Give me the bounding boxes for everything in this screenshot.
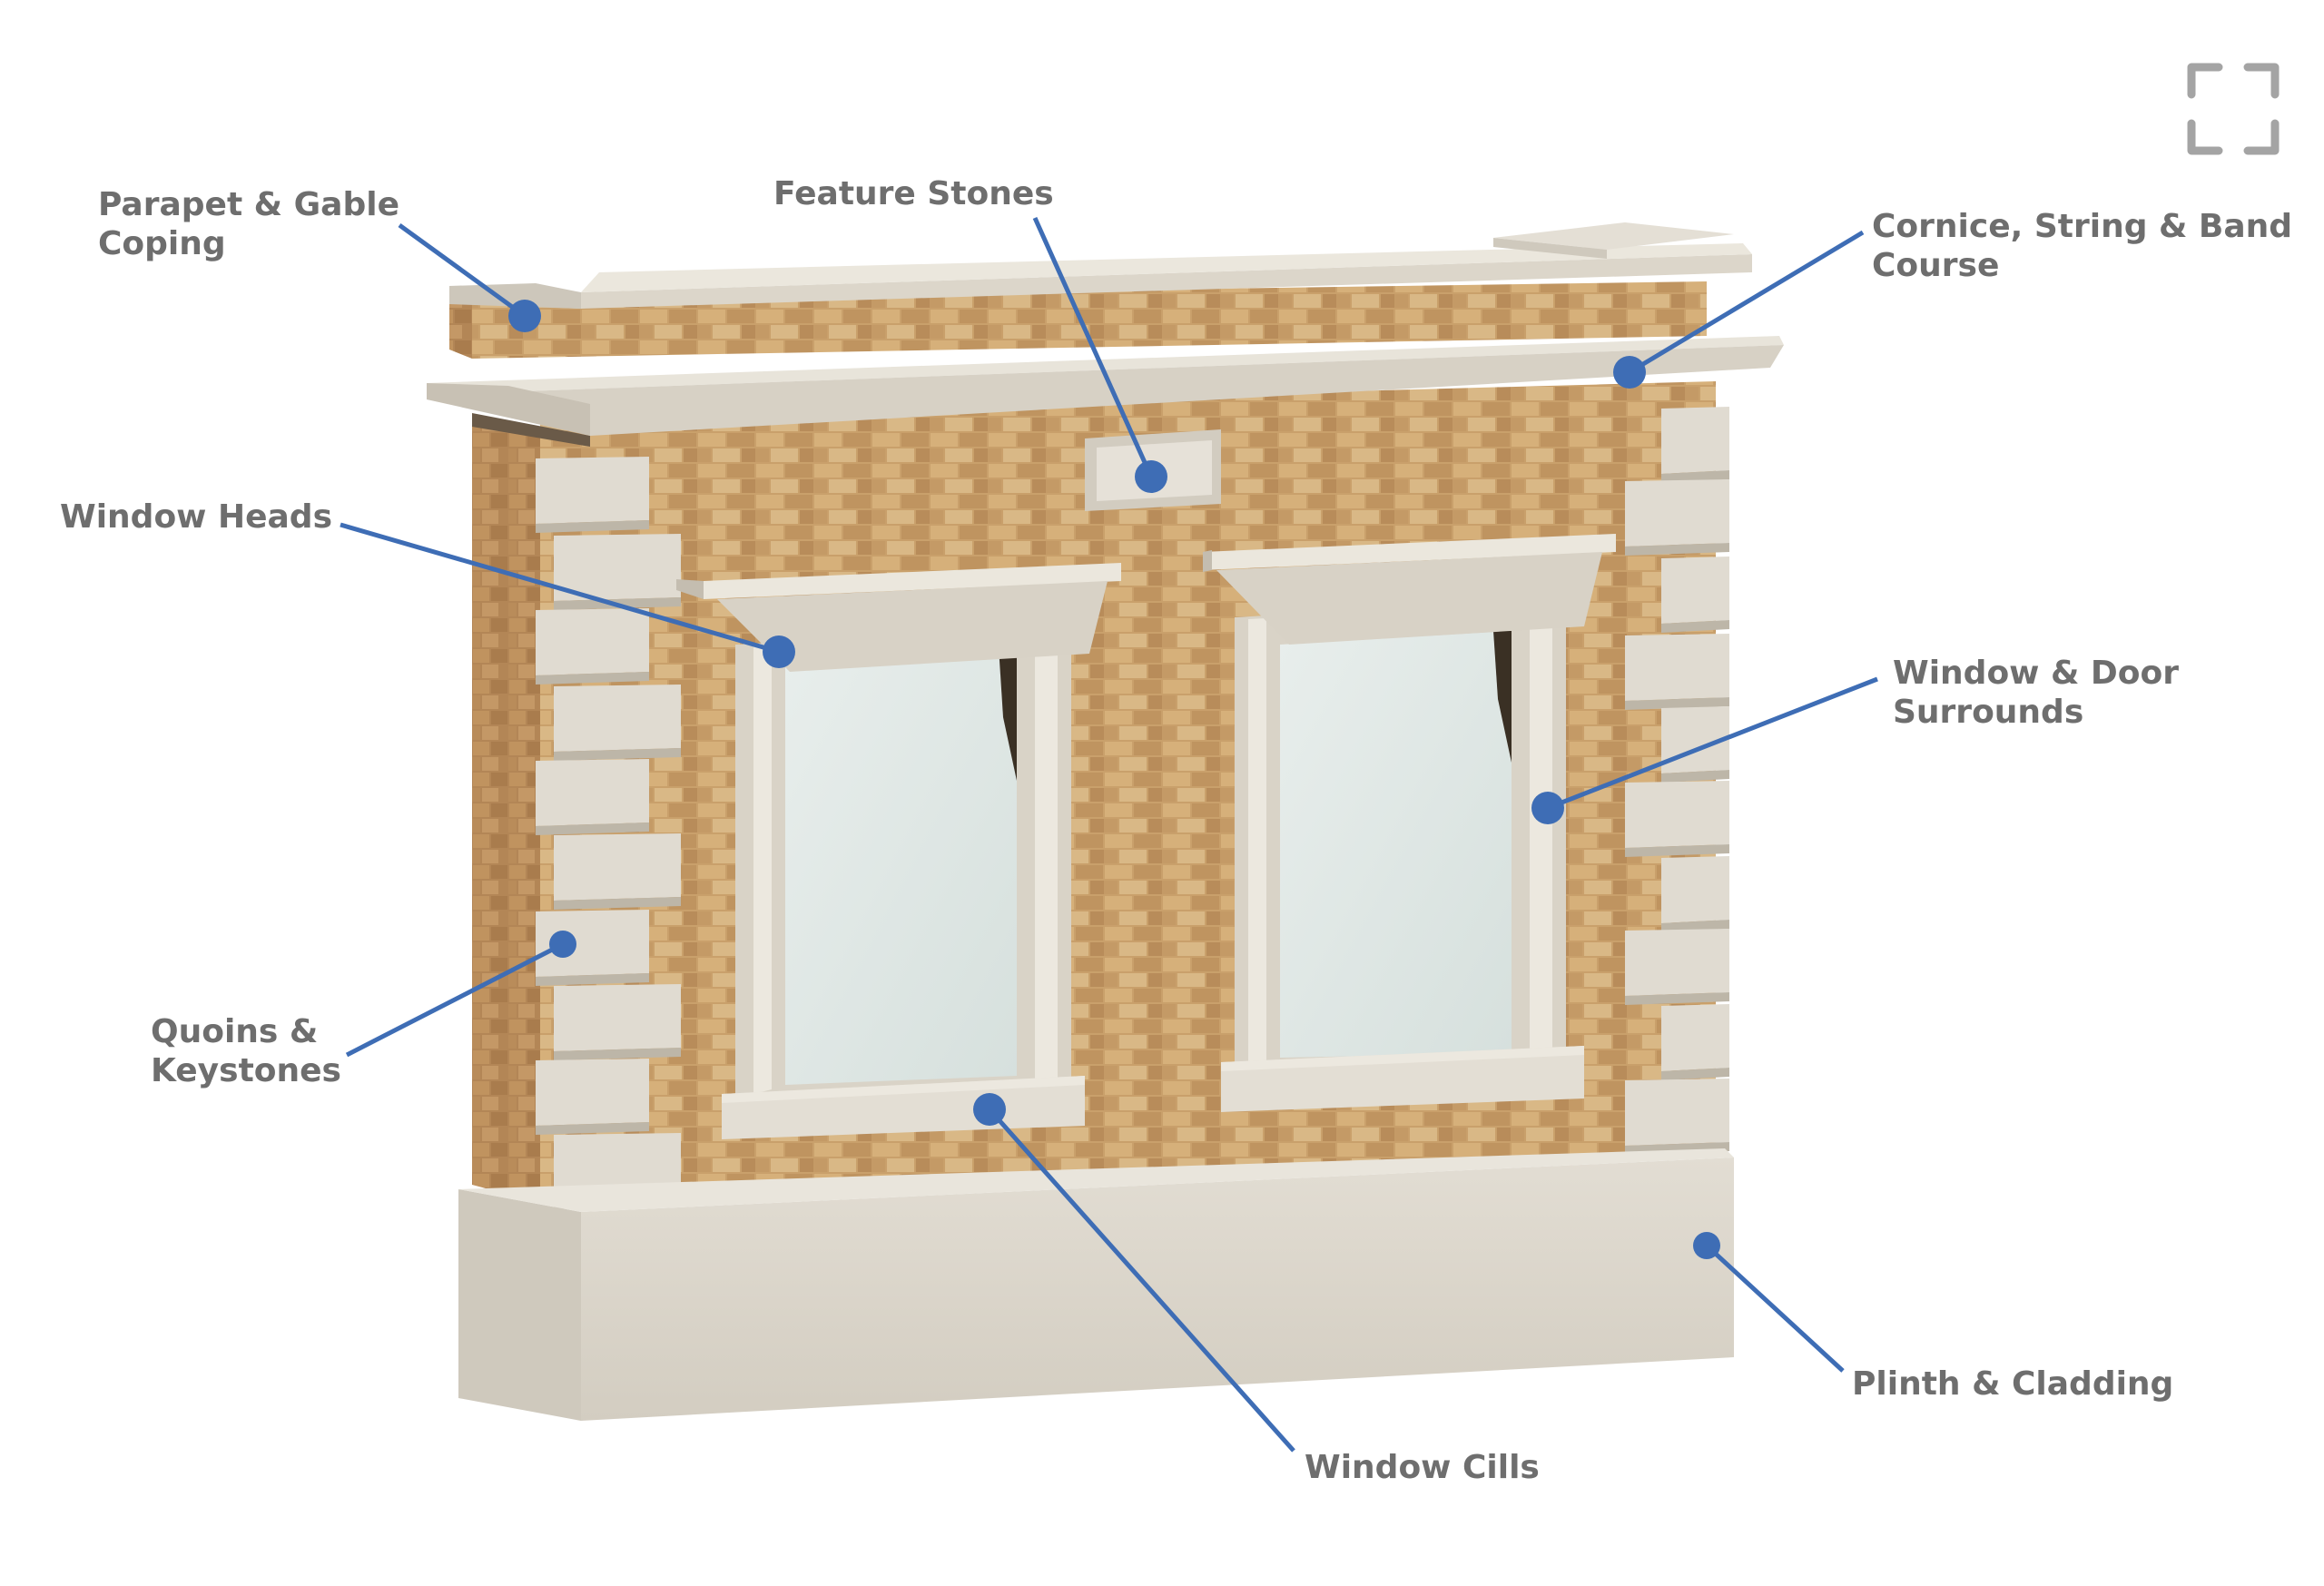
label-plinth-cladding: Plinth & Cladding xyxy=(1852,1365,2174,1403)
callout-markers xyxy=(340,216,1878,1453)
callout-dot xyxy=(763,635,795,668)
callout-line xyxy=(988,1108,1295,1453)
label-window-cills: Window Cills xyxy=(1305,1449,1540,1486)
label-feature-stones: Feature Stones xyxy=(773,175,1054,212)
callout-dot xyxy=(508,300,541,332)
callout-dot xyxy=(1693,1232,1720,1259)
callout-line xyxy=(1628,230,1865,375)
callout-dot xyxy=(1135,460,1167,493)
callout-dot xyxy=(549,931,576,958)
callout-line xyxy=(398,222,527,319)
callout-dot xyxy=(973,1093,1006,1126)
callout-dot xyxy=(1613,356,1646,389)
label-window-heads: Window Heads xyxy=(60,498,333,536)
callout-line xyxy=(340,522,780,655)
callout-line xyxy=(1705,1244,1845,1373)
callout-dot xyxy=(1531,792,1564,824)
quoins-left xyxy=(536,457,681,1209)
window-left xyxy=(676,563,1121,1139)
callout-line xyxy=(1547,676,1878,811)
quoins-right xyxy=(1625,407,1729,1155)
parapet-coping xyxy=(449,222,1752,309)
expand-icon[interactable] xyxy=(2186,62,2280,156)
cornice xyxy=(427,336,1784,447)
label-quoins-keystones: Quoins &Keystones xyxy=(151,1013,341,1089)
callout-line xyxy=(1032,216,1154,478)
callout-line xyxy=(345,941,565,1058)
plinth xyxy=(458,1148,1734,1421)
window-right xyxy=(1203,534,1616,1112)
